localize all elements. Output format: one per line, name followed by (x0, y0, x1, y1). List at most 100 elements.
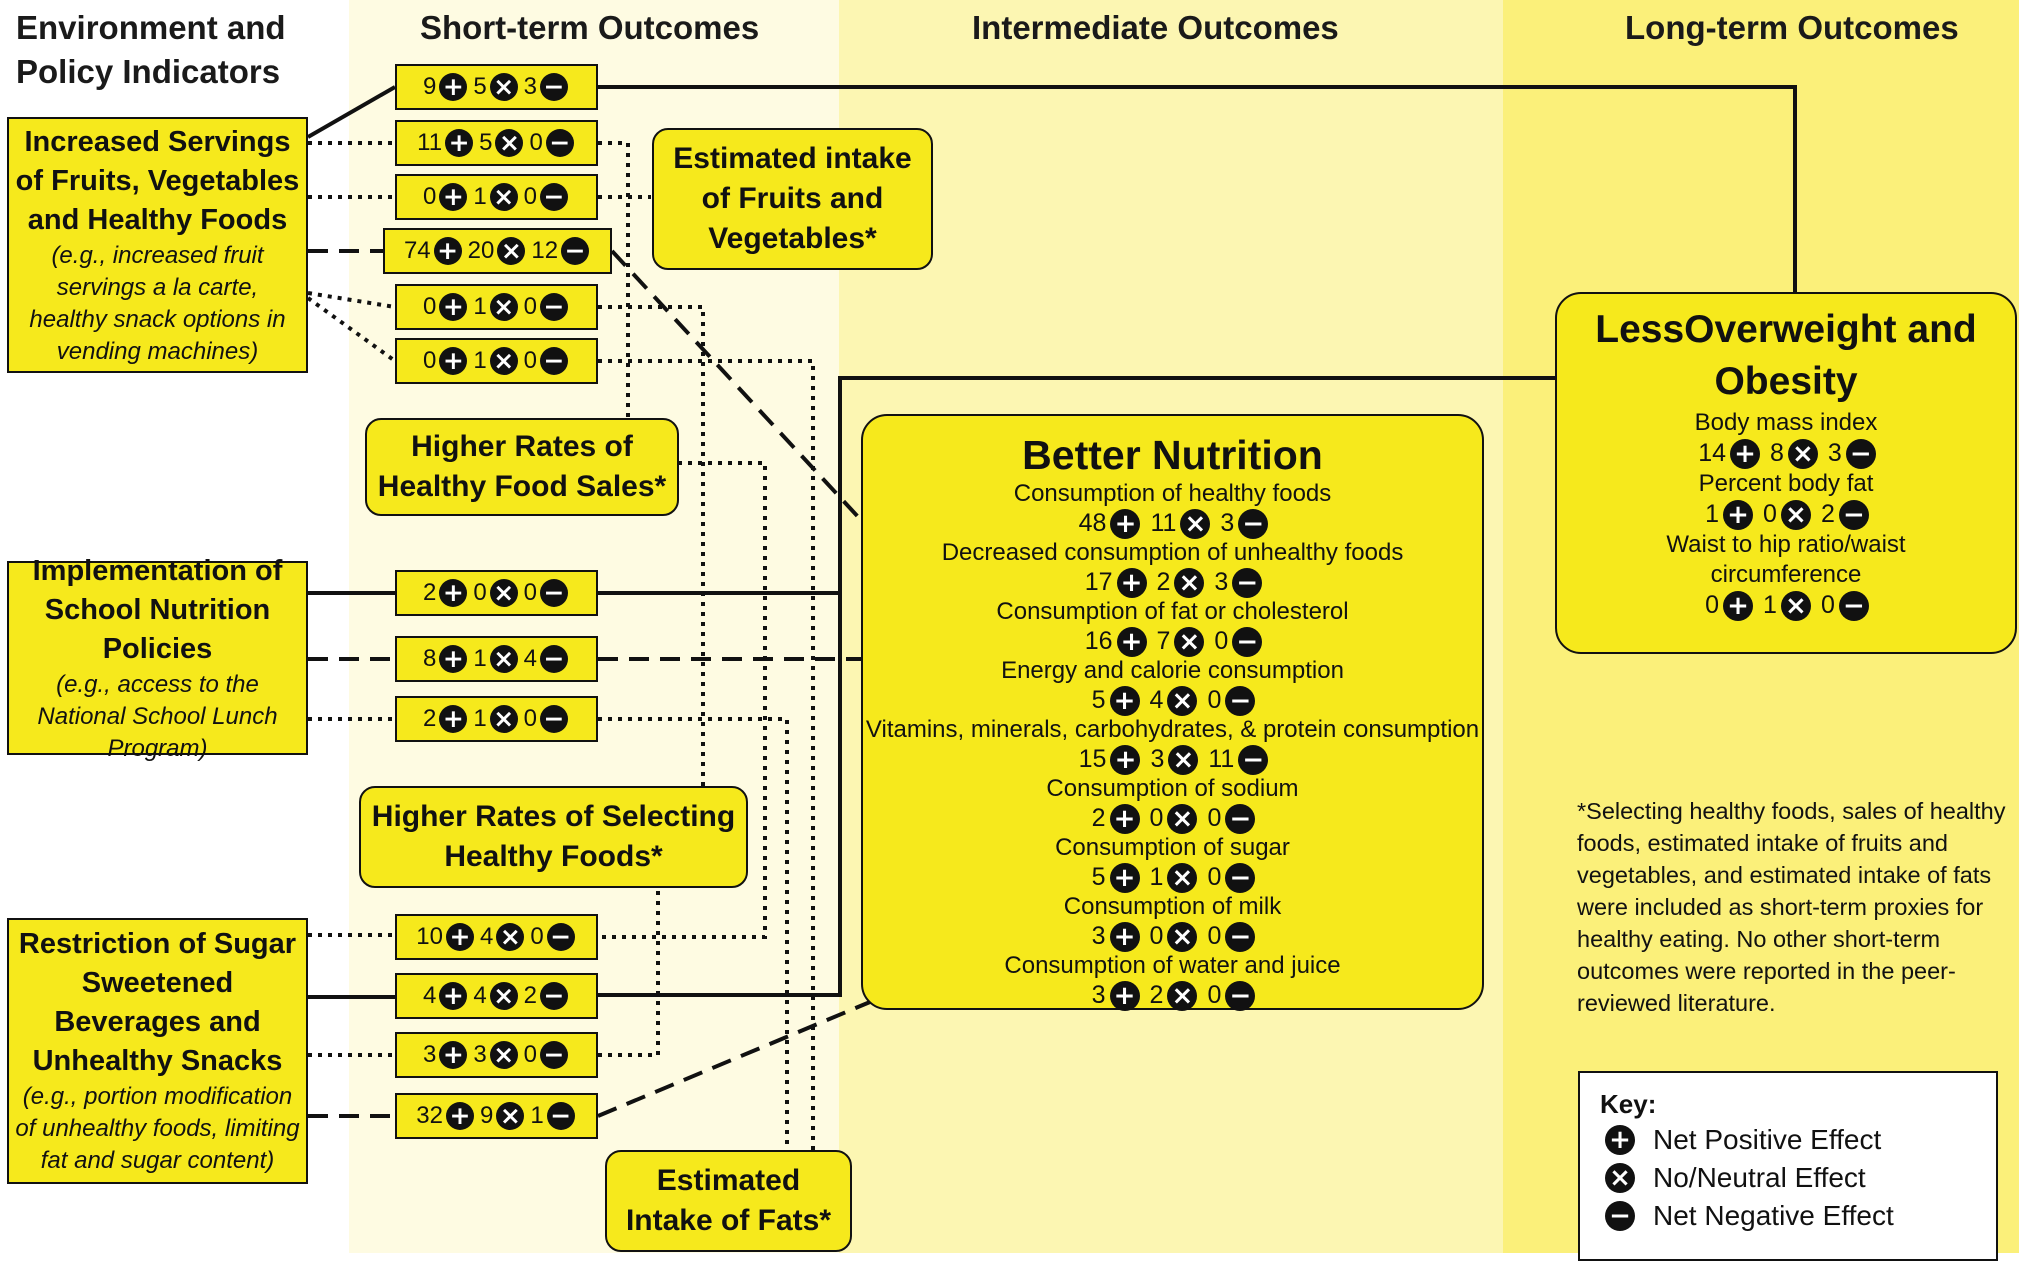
key-negative-label: Net Negative Effect (1653, 1200, 1894, 1231)
nutrition-item-label: Consumption of water and juice (1004, 952, 1341, 979)
count-box: 3+ 3× 0− (395, 1032, 598, 1078)
x-circle-icon: × (1605, 1163, 1635, 1193)
x-circle-icon: × (489, 183, 518, 211)
plus-circle-icon: + (439, 579, 468, 607)
neutral-count: 1 (1149, 863, 1164, 891)
minus-circle-icon: − (540, 1041, 569, 1069)
overweight-title: LessOverweight and Obesity (1595, 308, 1977, 403)
negative-count: 0 (523, 293, 538, 320)
plus-circle-icon: + (1109, 980, 1140, 1011)
neutral-count: 4 (479, 923, 494, 950)
plus-circle-icon: + (1109, 862, 1140, 893)
header-intermediate: Intermediate Outcomes (972, 9, 1339, 46)
x-circle-icon: × (495, 129, 524, 157)
negative-count: 0 (529, 129, 543, 156)
positive-count: 15 (1078, 745, 1107, 773)
minus-circle-icon: − (1225, 980, 1256, 1011)
neutral-count: 0 (1763, 500, 1777, 528)
link-dotted (598, 305, 705, 786)
neutral-count: 1 (473, 645, 487, 672)
count-box: 8+ 1× 4− (395, 636, 598, 682)
negative-count: 3 (1220, 509, 1235, 537)
nutrition-item-label: Consumption of fat or cholesterol (996, 598, 1349, 625)
legend-key: Key: +Net Positive Effect ×No/Neutral Ef… (1578, 1071, 1998, 1261)
link-dotted (306, 296, 397, 363)
x-circle-icon: × (1167, 980, 1198, 1011)
neutral-count: 4 (1149, 686, 1164, 714)
positive-count: 11 (417, 129, 443, 156)
plus-circle-icon: + (439, 73, 468, 101)
nutrition-item-label: Consumption of milk (1063, 893, 1282, 920)
count-box: 9+ 5× 3− (395, 64, 598, 110)
minus-circle-icon: − (546, 923, 575, 951)
nutrition-item: Consumption of sugar 5+1×0− (863, 834, 1482, 893)
positive-count: 0 (1705, 591, 1720, 619)
negative-count: 12 (531, 237, 559, 264)
nutrition-item-label: Consumption of sodium (1046, 775, 1299, 802)
x-circle-icon: × (1167, 921, 1198, 952)
key-positive-label: Net Positive Effect (1653, 1124, 1882, 1155)
positive-count: 3 (1091, 981, 1106, 1009)
x-circle-icon: × (1167, 862, 1198, 893)
outcome-intake-fats: Estimated Intake of Fats* (605, 1150, 852, 1252)
nutrition-item: Decreased consumption of unhealthy foods… (863, 539, 1482, 598)
positive-count: 2 (1091, 804, 1106, 832)
plus-circle-icon: + (439, 1041, 468, 1069)
x-circle-icon: × (496, 1102, 525, 1130)
plus-circle-icon: + (1730, 438, 1760, 469)
count-box: 4+ 4× 2− (395, 973, 598, 1019)
positive-count: 5 (1091, 686, 1106, 714)
header-short-term: Short-term Outcomes (420, 9, 760, 46)
minus-circle-icon: − (546, 1102, 575, 1130)
x-circle-icon: × (489, 579, 518, 607)
neutral-count: 1 (473, 705, 487, 732)
outcome-selecting-healthy-foods: Higher Rates of Selecting Healthy Foods* (359, 786, 748, 888)
positive-count: 5 (1091, 863, 1106, 891)
nutrition-item-label: Consumption of healthy foods (1013, 480, 1332, 507)
count-box: 10+ 4× 0− (395, 914, 598, 960)
minus-circle-icon: − (1838, 590, 1869, 621)
better-nutrition-title: Better Nutrition (1022, 432, 1323, 478)
obesity-item-counts: 0+1×0− (1557, 590, 2015, 621)
x-circle-icon: × (489, 705, 518, 733)
count-box: 74+ 20× 12− (383, 228, 612, 274)
link-solid (307, 85, 396, 139)
indicator-example: (e.g., portion modification of unhealthy… (15, 1083, 300, 1174)
link-dotted (307, 291, 396, 309)
count-box: 2+ 0× 0− (395, 570, 598, 616)
positive-count: 1 (1705, 500, 1720, 528)
positive-count: 4 (422, 982, 437, 1009)
count-box: 0+ 1× 0− (395, 284, 598, 330)
negative-count: 0 (523, 1041, 538, 1068)
positive-count: 0 (422, 347, 437, 374)
nutrition-item: Consumption of sodium 2+0×0− (863, 775, 1482, 834)
neutral-count: 3 (473, 1041, 487, 1068)
indicator-title: Restriction of Sugar Sweetened Beverages… (18, 928, 297, 1077)
minus-circle-icon: − (1238, 744, 1269, 775)
count-box: 2+ 1× 0− (395, 696, 598, 742)
obesity-item-label: Body mass index (1694, 409, 1878, 436)
plus-circle-icon: + (1109, 685, 1140, 716)
neutral-count: 2 (1149, 981, 1164, 1009)
negative-count: 3 (1827, 439, 1842, 467)
positive-count: 10 (416, 923, 443, 950)
nutrition-item: Consumption of healthy foods 48+11×3− (863, 480, 1482, 539)
negative-count: 0 (530, 923, 544, 950)
indicator-example: (e.g., access to the National School Lun… (37, 670, 278, 762)
footnote: *Selecting healthy foods, sales of healt… (1577, 798, 2006, 1016)
minus-circle-icon: − (561, 237, 590, 265)
x-circle-icon: × (489, 293, 518, 321)
x-circle-icon: × (489, 347, 518, 375)
obesity-item-counts: 1+0×2− (1557, 499, 2015, 530)
minus-circle-icon: − (540, 183, 569, 211)
positive-count: 9 (422, 73, 437, 100)
nutrition-item-counts: 15+3×11− (863, 744, 1482, 775)
neutral-count: 20 (467, 237, 495, 264)
minus-circle-icon: − (1838, 499, 1869, 530)
positive-count: 32 (416, 1102, 443, 1129)
obesity-item: Body mass index 14+8×3− (1557, 408, 2015, 469)
minus-circle-icon: − (1232, 626, 1263, 657)
positive-count: 2 (422, 705, 437, 732)
positive-count: 16 (1084, 627, 1113, 655)
negative-count: 0 (523, 183, 538, 210)
